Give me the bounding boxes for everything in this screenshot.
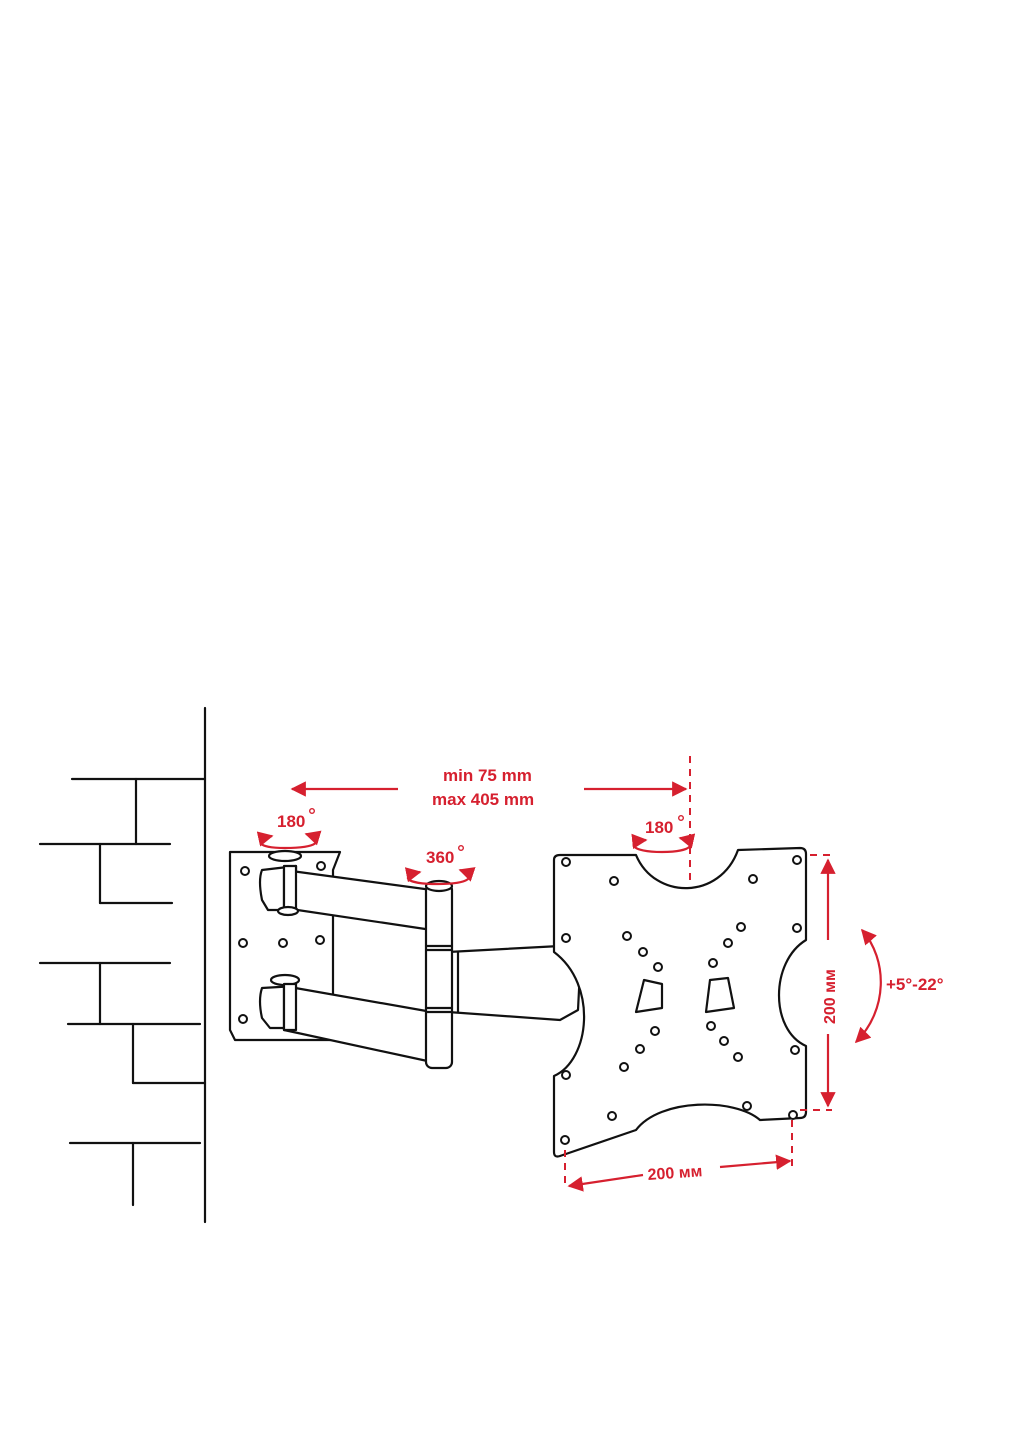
wall-swivel-annotation: 180 xyxy=(256,808,322,850)
arm-swivel-label: 360 xyxy=(426,848,454,867)
brick-wall xyxy=(38,706,207,1224)
plate-height-dimension: 200 мм xyxy=(800,854,839,1111)
tv-mounting-plate xyxy=(552,846,808,1158)
plate-swivel-label: 180 xyxy=(645,818,673,837)
plate-holes xyxy=(560,855,802,1145)
upper-arm xyxy=(258,849,434,932)
extension-max-label: max 405 mm xyxy=(432,790,534,809)
plate-swivel-degree-mark xyxy=(678,815,685,822)
plate-swivel-annotation: 180 xyxy=(631,815,696,854)
joint-column xyxy=(424,879,454,1070)
center-slot-right xyxy=(704,976,736,1014)
wall-swivel-degree-mark xyxy=(309,808,316,815)
lower-arm xyxy=(258,973,434,1064)
center-slot-left xyxy=(634,978,664,1014)
extension-min-label: min 75 mm xyxy=(443,766,532,785)
arm-swivel-degree-mark xyxy=(458,845,465,852)
tilt-annotation: +5°-22° xyxy=(854,928,944,1044)
wall-swivel-label: 180 xyxy=(277,812,305,831)
extension-dimension: min 75 mm max 405 mm xyxy=(290,756,691,880)
plate-width-dimension: 200 мм xyxy=(564,1120,793,1192)
arm-swivel-annotation: 360 xyxy=(404,845,476,886)
tilt-range-label: +5°-22° xyxy=(886,975,944,994)
brick-pattern xyxy=(38,777,207,1207)
plate-height-label: 200 мм xyxy=(822,969,839,1024)
plate-width-label: 200 мм xyxy=(647,1163,703,1184)
